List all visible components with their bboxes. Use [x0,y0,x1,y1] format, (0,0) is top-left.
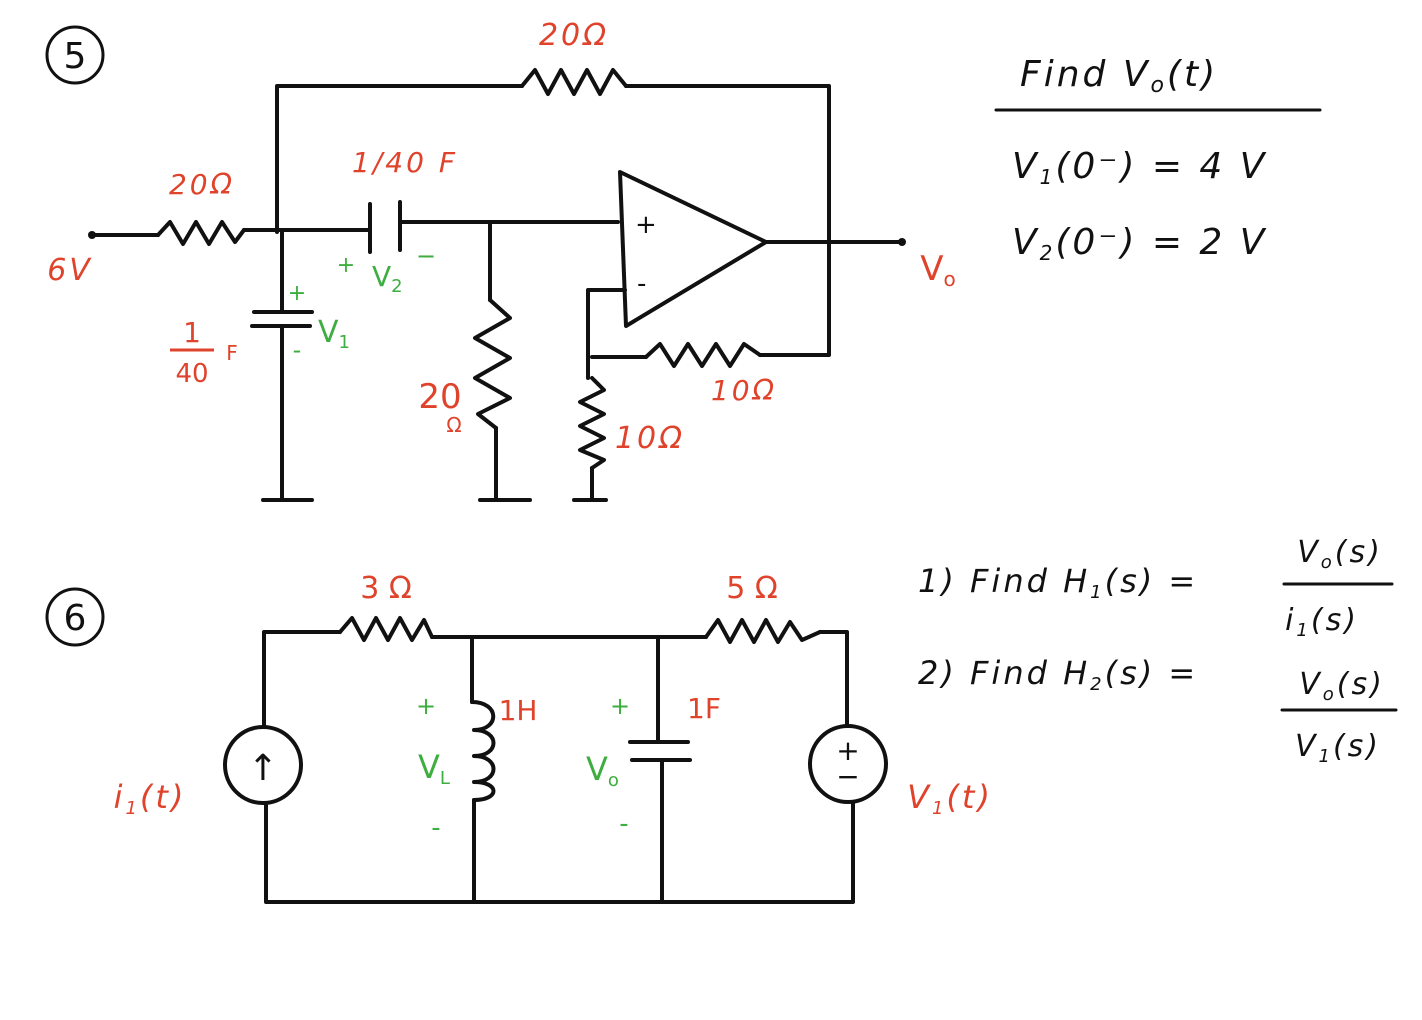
resistor-input [156,220,246,246]
label-c-shunt-unit: F [226,341,238,365]
label-vl: VL [418,748,450,789]
label-vl-minus: - [431,813,440,843]
label-c-series: 1/40 F [352,146,458,179]
label-vo: Vo [586,750,619,791]
label-v2-minus: − [416,242,436,270]
question-1-lead: 1) Find H1(s) = [918,562,1198,603]
label-vo-minus: - [619,809,628,839]
capacitor-series [366,200,404,254]
label-r-feedback-top: 20Ω [539,18,609,53]
given-v2: V2(0⁻) = 2 V [1012,222,1267,265]
voltage-source: + − [808,724,888,804]
minus-icon: − [836,760,859,793]
label-vl-plus: + [416,692,436,720]
resistor-3-ohm [338,616,434,642]
circuit-5-wires [90,84,904,502]
resistor-feedback-top [520,68,628,96]
label-voltage-source: V1(t) [907,778,993,819]
problem-6: 6 ↑ + − [45,535,1398,904]
question-1-numerator: Vo(s) [1297,535,1383,573]
label-current-source: i1(t) [114,778,187,819]
label-r1: 3 Ω [360,571,412,606]
label-r-shunt-value: 20 [418,377,461,417]
resistor-5-ohm [704,618,822,644]
plus-icon: + [836,734,859,767]
label-v1-plus: + [288,281,306,306]
op-amp-plus: + [635,210,657,240]
label-r-shunt-unit: Ω [446,413,461,437]
label-inductor: 1H [499,694,538,727]
capacitor-1f [628,740,692,762]
label-capacitor: 1F [687,692,721,725]
problem-number: 6 [64,598,87,639]
question-2-numerator: Vo(s) [1299,667,1385,705]
problem-number: 5 [64,36,87,77]
given-conditions: Find Vo(t) V1(0⁻) = 4 V V2(0⁻) = 2 V [994,54,1322,265]
label-v2-plus: + [337,253,355,278]
resistor-feedback-10 [644,342,762,368]
input-terminal [88,231,96,239]
problem-number-circle [45,25,105,85]
problem-number-circle [45,587,105,647]
question-1-denominator: i1(s) [1285,603,1359,641]
output-terminal [898,238,906,246]
label-output: Vo [920,249,956,291]
label-v1-minus: - [293,336,302,364]
arrow-up-icon: ↑ [248,748,278,789]
problem-5: 5 [45,18,1322,502]
circuit-6-wires [262,630,855,904]
label-r-input: 20Ω [169,168,235,201]
label-c-shunt-num: 1 [183,316,201,349]
label-v1: V1 [318,315,350,353]
capacitor-shunt [250,298,314,334]
op-amp-minus: - [637,269,646,299]
label-v2: V2 [372,260,403,297]
label-source: 6V [47,253,93,288]
label-r-feedback-op: 10Ω [711,374,777,407]
label-r-ground: 10Ω [615,421,685,456]
current-source: ↑ [223,725,303,805]
question-2-denominator: V1(s) [1295,729,1381,767]
given-title: Find Vo(t) [1020,54,1218,98]
label-vo-plus: + [610,692,630,720]
question-2: 2) Find H2(s) = Vo(s) V1(s) [918,654,1398,767]
question-2-lead: 2) Find H2(s) = [918,654,1198,695]
resistor-shunt-20 [473,298,512,430]
resistor-ground-10 [578,376,606,470]
given-v1: V1(0⁻) = 4 V [1012,146,1267,189]
inductor-1h [470,700,496,802]
op-amp: + - [618,170,768,328]
label-r2: 5 Ω [726,571,778,606]
label-c-shunt-den: 40 [175,359,208,389]
question-1: 1) Find H1(s) = Vo(s) i1(s) [918,535,1394,641]
